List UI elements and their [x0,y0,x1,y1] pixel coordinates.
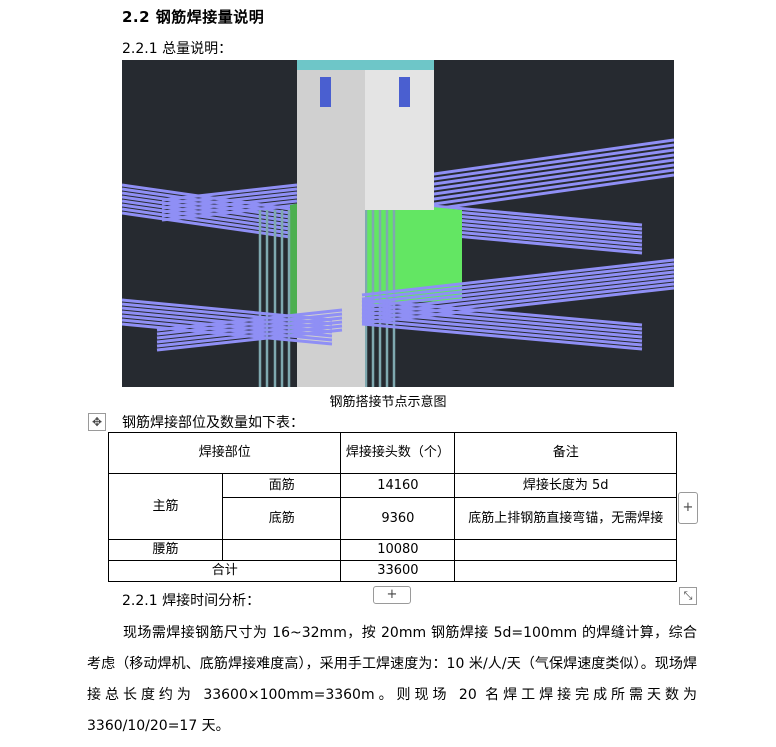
rebar-line [122,306,333,330]
table-intro: 钢筋焊接部位及数量如下表： [122,415,304,431]
rebar-line [361,318,643,347]
cell-face: 面筋 [221,473,342,498]
table-resize-handle[interactable]: ⤡ [679,587,697,605]
rebar-line [161,199,298,218]
rebar-line [426,153,674,192]
rebar-line [156,328,343,352]
cell-bottom-count: 9360 [340,497,456,540]
cell-face-count: 14160 [340,473,456,498]
add-row-button[interactable]: + [373,586,411,604]
rebar-line [156,316,343,340]
figure-caption: 钢筋搭接节点示意图 [329,395,447,410]
cell-face-note: 焊接长度为 5d [454,473,677,498]
cell-waist-note [454,539,677,561]
cell-main: 主筋 [108,473,223,540]
rebar-line [361,298,643,327]
rebar-line [361,322,643,351]
rebar-line [361,306,643,335]
column-top [297,60,434,70]
cell-bottom: 底筋 [221,497,342,540]
cell-total: 合计 [107,560,342,582]
rebar-line [122,302,333,326]
left-upper-rebar [122,183,298,240]
rebar-line [156,320,343,344]
rebar-line [156,324,343,348]
column-left-face [297,65,365,387]
analysis-paragraph: 现场需焊接钢筋尺寸为 16~32mm，按 20mm 钢筋焊接 5d=100mm … [87,625,697,734]
right-formwork [364,200,462,305]
rebar-line [426,148,674,187]
rebar-line [361,310,643,339]
rebar-line [122,298,333,322]
cell-total-count: 33600 [340,560,456,582]
cell-total-note [454,560,677,582]
table-move-handle[interactable]: ✥ [88,413,106,431]
header-part: 焊接部位 [107,432,342,474]
rebar-line [161,187,298,206]
lower-rebar [122,258,674,352]
column-opening-left [320,77,331,107]
rebar-line [361,302,643,331]
rebar-line [426,158,674,197]
rebar-line [161,195,298,214]
rebar-line [426,163,674,202]
header-note: 备注 [454,432,677,474]
add-column-button[interactable]: + [678,492,698,524]
cell-waist-sub [221,539,342,561]
cell-waist-count: 10080 [340,539,456,561]
rebar-line [161,203,298,222]
rebar-line [156,308,343,332]
rebar-line [426,138,674,177]
cell-bottom-note: 底筋上排钢筋直接弯锚，无需焊接 [454,497,677,540]
rebar-line [161,183,298,202]
welding-table: 焊接部位 焊接接头数（个） 备注 主筋 面筋 14160 焊接长度为 5d 底筋… [107,432,677,582]
subsection-heading-time: 2.2.1 焊接时间分析： [122,593,261,609]
section-heading: 2.2 钢筋焊接量说明 [122,8,265,26]
rebar-line [426,168,674,207]
rebar-line [361,258,674,297]
rebar-line [161,191,298,210]
rebar-joint-illustration [122,60,674,387]
rebar-line [426,143,674,182]
cell-waist: 腰筋 [108,539,223,561]
header-count: 焊接接头数（个） [340,432,456,474]
rebar-line [426,173,674,212]
column-opening-right [399,77,410,107]
rebar-line [361,262,674,301]
subsection-heading-total: 2.2.1 总量说明： [122,41,233,57]
rebar-joint-drawing [122,60,674,387]
rebar-line [156,312,343,336]
rebar-line [361,314,643,343]
rebar-line [361,270,674,309]
column-right-face [365,65,434,210]
rebar-line [361,266,674,305]
